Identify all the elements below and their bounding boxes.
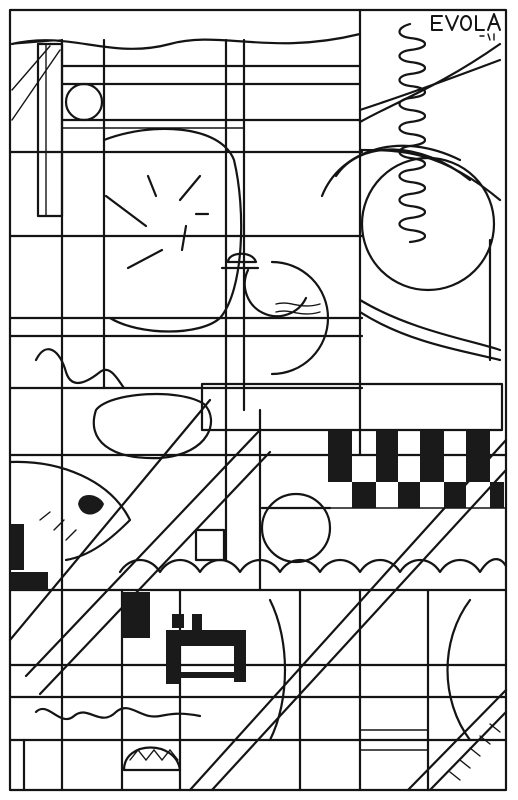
small-circle bbox=[64, 82, 104, 122]
spring-coil bbox=[398, 22, 427, 244]
horizontal-plank bbox=[200, 382, 504, 432]
frame-border bbox=[8, 8, 508, 792]
lower-arcs bbox=[268, 598, 472, 751]
checker-blocks bbox=[327, 430, 507, 509]
dark-block bbox=[122, 592, 150, 638]
grid-lines bbox=[8, 8, 508, 792]
half-circle-figure bbox=[220, 252, 330, 376]
left-strip bbox=[11, 42, 64, 218]
oval-blob bbox=[92, 392, 213, 460]
ladder-ticks bbox=[449, 723, 501, 781]
scalloped-band bbox=[118, 558, 508, 574]
top-band bbox=[10, 32, 362, 129]
protractor-arc bbox=[8, 460, 132, 590]
circle-on-pedestal bbox=[194, 492, 332, 564]
blob-with-rays bbox=[102, 127, 243, 333]
right-column bbox=[320, 42, 502, 362]
squiggle-left bbox=[34, 348, 126, 390]
signature-mark bbox=[431, 13, 501, 41]
black-stool bbox=[166, 614, 246, 684]
bottom-left-shapes bbox=[22, 707, 202, 792]
